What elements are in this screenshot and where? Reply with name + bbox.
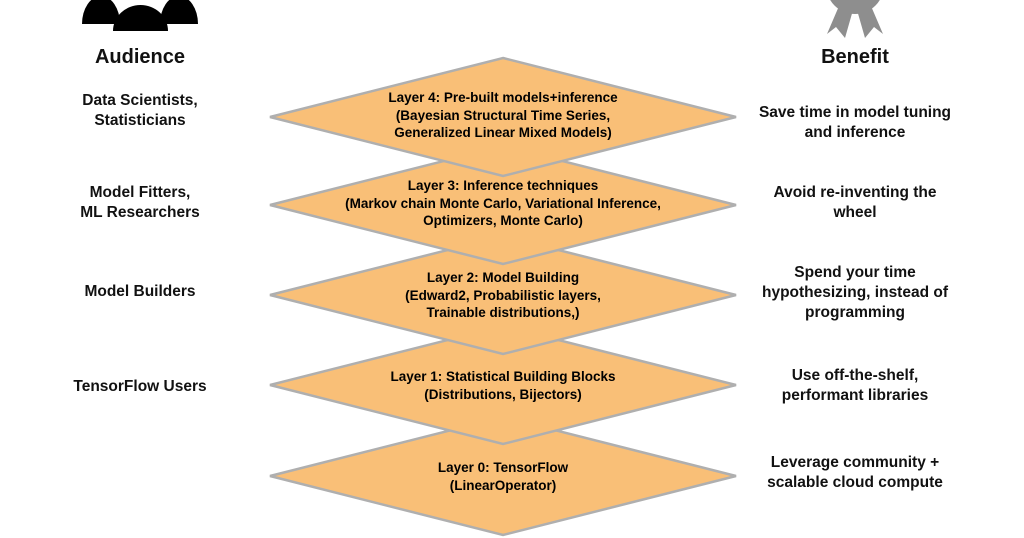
benefit-item-avoid-reinventing: Avoid re-inventing the wheel [773,184,937,221]
benefit-item-save-time: Save time in model tuning and inference [758,104,952,141]
award-ribbon-icon [813,0,897,40]
audience-item-model-fitters: Model Fitters, ML Researchers [80,184,200,221]
benefit-heading: Benefit [821,46,889,68]
layer-3-diamond [269,144,737,266]
layer-0-label: Layer 0: TensorFlow (LinearOperator) [437,460,569,493]
audience-item-model-builders: Model Builders [84,283,196,300]
audience-item-tensorflow-users: TensorFlow Users [73,378,207,395]
layer-1-diamond [269,324,737,446]
layer-0-diamond [269,415,737,537]
benefit-item-off-the-shelf: Use off-the-shelf, performant libraries [781,367,929,404]
audience-heading: Audience [94,46,186,68]
audience-people-icon [80,0,200,34]
audience-item-data-scientists: Data Scientists, Statisticians [82,92,198,129]
layer-3-label: Layer 3: Inference techniques (Markov ch… [345,178,661,228]
layer-2-label: Layer 2: Model Building (Edward2, Probab… [405,270,601,320]
benefit-item-leverage-community: Leverage community + scalable cloud comp… [767,454,943,491]
layer-4-label: Layer 4: Pre-built models+inference (Bay… [388,90,618,140]
layer-4-diamond [269,56,737,178]
benefit-item-spend-time: Spend your time hypothesizing, instead o… [761,264,948,321]
layer-2-diamond [269,234,737,356]
layer-1-label: Layer 1: Statistical Building Blocks (Di… [390,369,616,402]
